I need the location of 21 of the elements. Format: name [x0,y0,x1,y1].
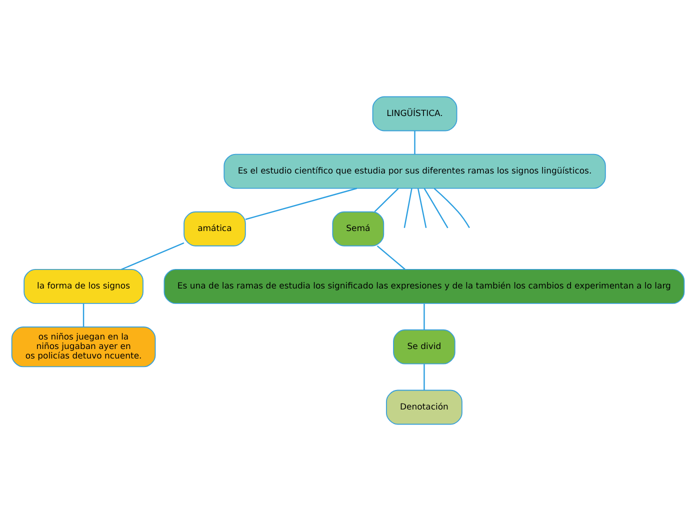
node-box: Denotación [386,389,462,424]
connector [424,303,425,330]
connector [82,303,84,326]
connector [374,187,399,212]
connector [417,188,427,228]
node-box: Semá [332,210,384,246]
connector [404,188,412,228]
connector [121,242,184,270]
connector [424,364,425,390]
node-box: Es una de las ramas de estudia los significado las expresiones y de la también los cambios d experimentan a lo larg [164,268,685,304]
node-box: la forma de los signos [24,268,144,304]
connector [434,187,470,228]
node-box: amática [184,210,246,246]
node-box: os niños juegan en la niños jugaban ayer en os policías detuvo ncuente. [11,326,156,367]
connector [245,187,358,220]
node-box: Es el estudio científico que estudia por sus diferentes ramas los signos lingüísticos. [224,153,606,188]
connector [376,244,406,270]
node-box: Se divid [393,328,456,364]
connector [414,130,416,154]
connector [424,188,448,228]
node-box: LINGÜÍSTICA. [372,96,458,131]
